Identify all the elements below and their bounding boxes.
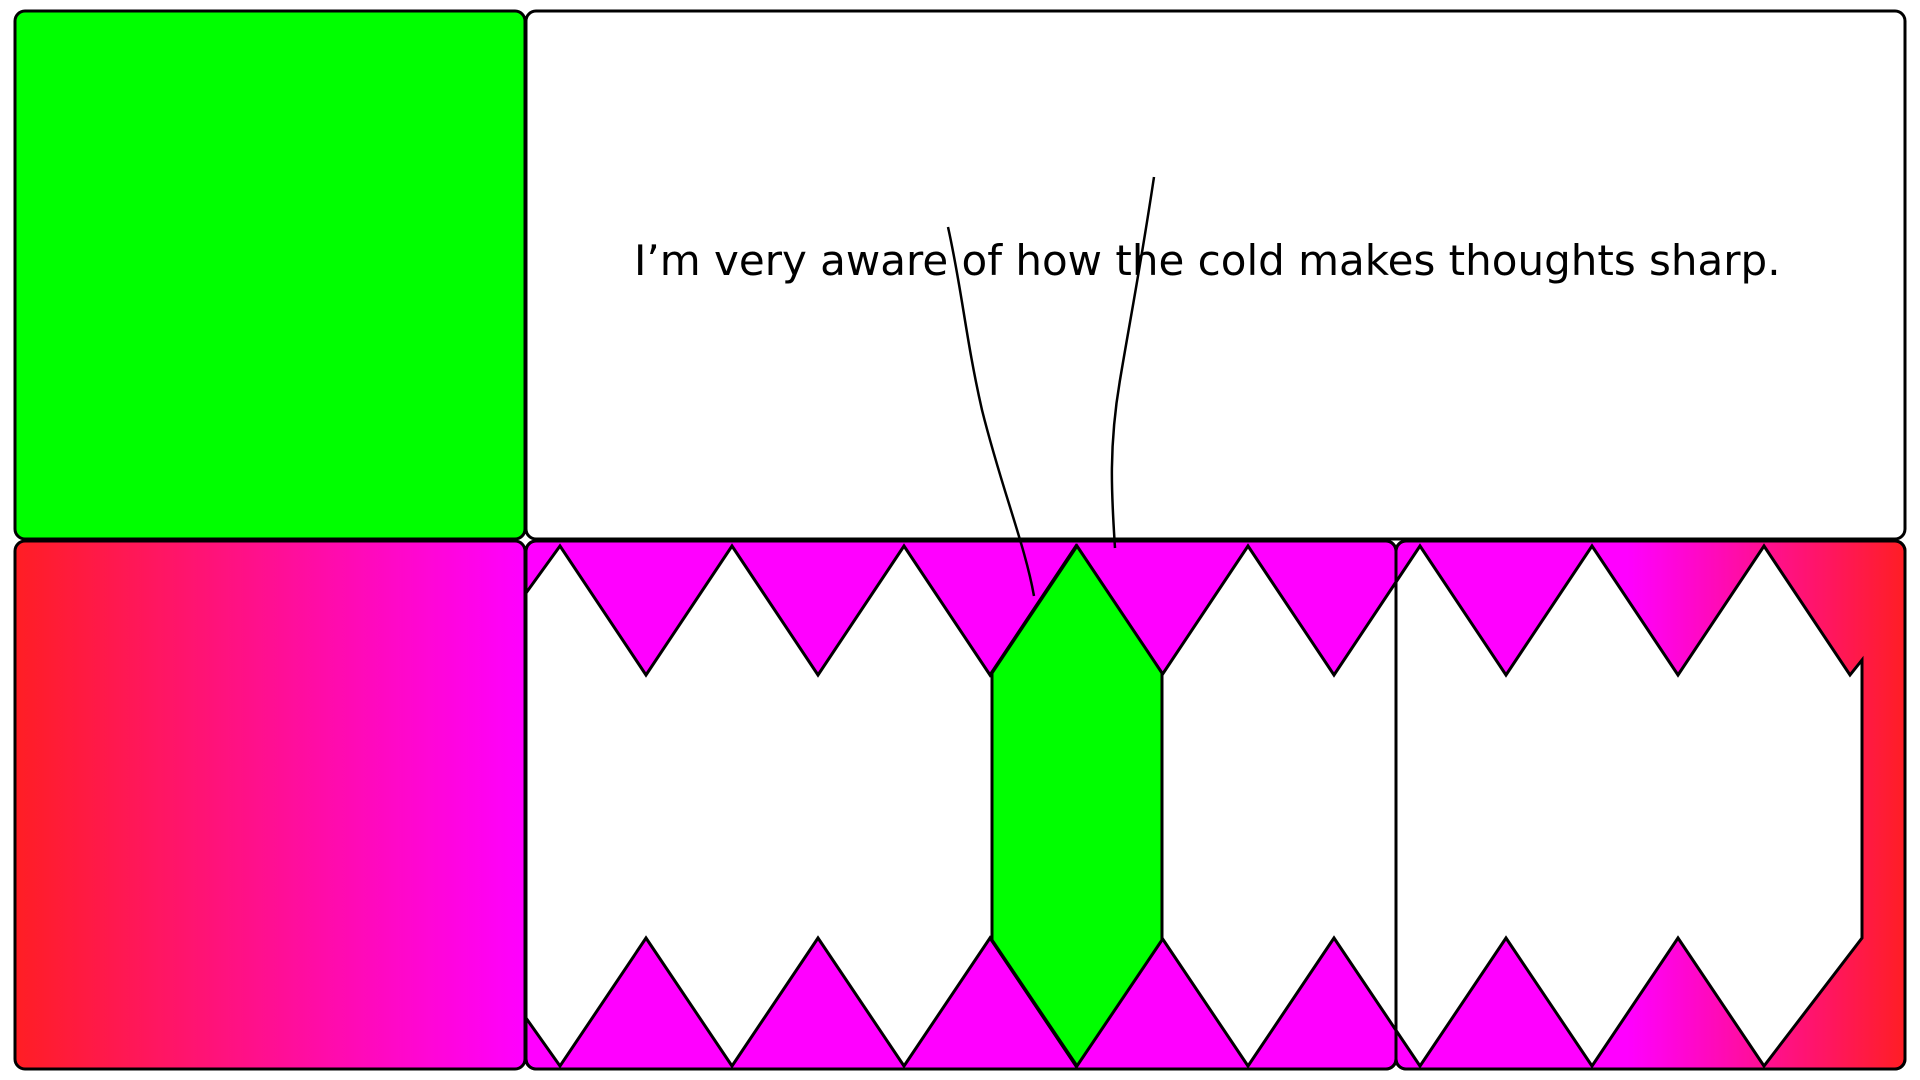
- green-square-tile: [13, 9, 527, 541]
- zigzag-band-panel: [524, 539, 1907, 1071]
- quote-text: I’m very aware of how the cold makes tho…: [634, 236, 1781, 285]
- gradient-square-tile: [13, 539, 527, 1071]
- left-hanging-string: [946, 226, 1036, 597]
- white-zigzag-band: [526, 543, 1864, 1069]
- quote-panel: [524, 9, 1907, 541]
- green-hexagon-shape: [990, 543, 1164, 1069]
- right-hanging-string: [1110, 176, 1156, 549]
